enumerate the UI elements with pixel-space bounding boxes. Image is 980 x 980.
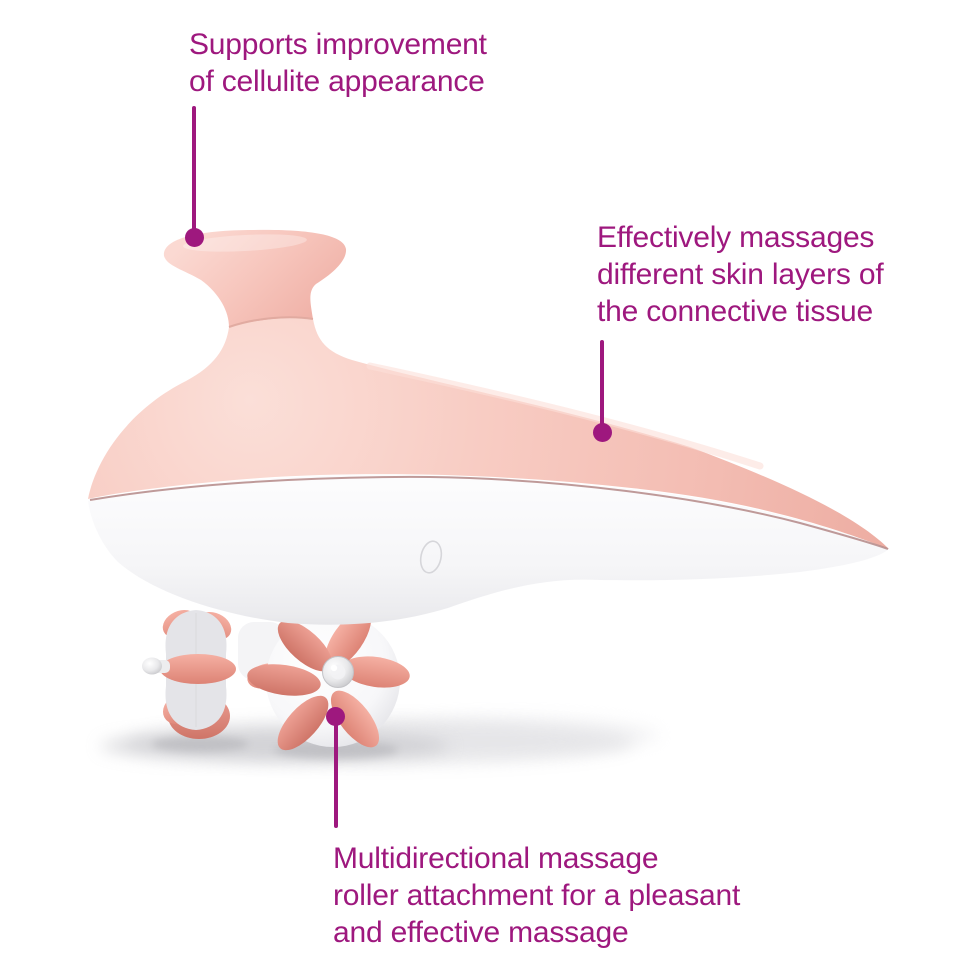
annotation-body-label: Effectively massages different skin laye… — [597, 221, 884, 328]
leader-dot-body — [593, 423, 612, 442]
leader-line-body — [600, 340, 604, 433]
leader-dot-roller — [326, 707, 345, 726]
roller-attachment — [142, 609, 410, 751]
right-roller-wheel — [247, 609, 410, 751]
power-button-outline — [419, 540, 443, 574]
leader-line-knob — [192, 106, 196, 238]
annotation-roller-label: Multidirectional massage roller attachme… — [333, 842, 741, 949]
knob-handle — [163, 229, 347, 327]
leader-dot-knob — [185, 228, 204, 247]
body-lower-shell — [88, 475, 889, 625]
knob-seam-line — [228, 316, 314, 328]
body-upper-shell — [88, 317, 889, 549]
left-roller-wheel — [142, 609, 236, 739]
handle-highlight — [366, 362, 764, 470]
left-wheel-pink-band — [160, 654, 236, 684]
leader-line-roller — [334, 716, 338, 828]
shell-seam-line — [89, 475, 889, 550]
annotation-knob-label: Supports improvement of cellulite appear… — [189, 28, 487, 98]
left-wheel-axle-cap — [142, 657, 162, 675]
knob-highlight — [183, 234, 307, 252]
